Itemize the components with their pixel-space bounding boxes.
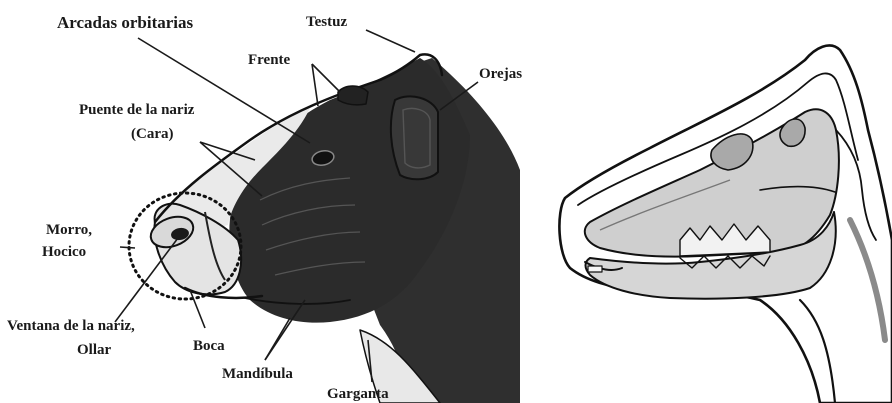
label-testuz: Testuz bbox=[306, 14, 347, 30]
leader-morro bbox=[120, 247, 135, 248]
skull-illustration bbox=[559, 45, 892, 403]
label-morro-1: Morro, bbox=[46, 222, 92, 238]
label-boca: Boca bbox=[193, 338, 225, 354]
pig-ear-tip bbox=[338, 86, 368, 105]
label-garganta: Garganta bbox=[327, 386, 389, 402]
label-orejas: Orejas bbox=[479, 66, 522, 82]
label-puente-1: Puente de la nariz bbox=[79, 102, 195, 118]
label-frente: Frente bbox=[248, 52, 291, 68]
leader-ventana bbox=[115, 238, 178, 322]
leader-testuz bbox=[366, 30, 415, 52]
label-morro-2: Hocico bbox=[42, 244, 86, 260]
label-ventana-2: Ollar bbox=[77, 342, 112, 358]
label-puente-2: (Cara) bbox=[131, 126, 173, 142]
label-arcadas: Arcadas orbitarias bbox=[57, 13, 194, 32]
label-mandibula: Mandíbula bbox=[222, 366, 293, 382]
leader-frente-1 bbox=[312, 64, 318, 106]
skull-incisor bbox=[588, 266, 602, 272]
label-ventana-1: Ventana de la nariz, bbox=[7, 318, 135, 334]
